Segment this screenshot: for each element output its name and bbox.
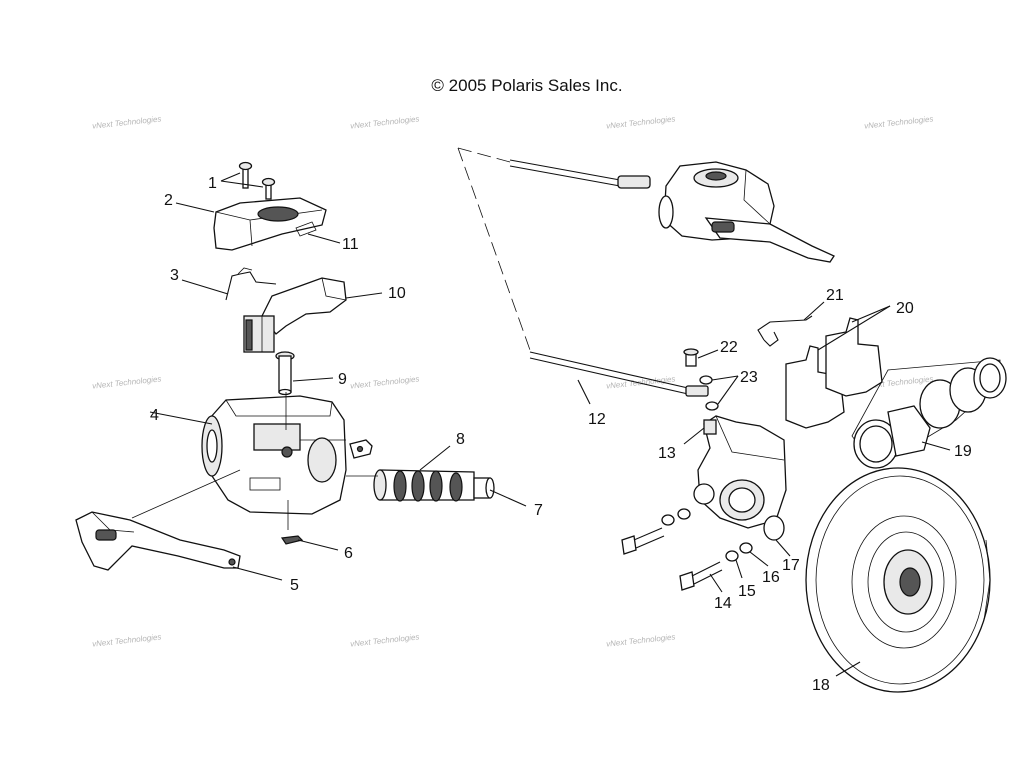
callout-15: 15 [738, 583, 756, 600]
callout-17: 17 [782, 557, 800, 574]
callout-7: 7 [534, 502, 543, 519]
copyright-notice: © 2005 Polaris Sales Inc. [431, 76, 623, 95]
callout-19: 19 [954, 443, 972, 460]
handlebar-master-cylinder [658, 161, 835, 263]
caliper-bolt-part [621, 508, 753, 591]
callout-23: 23 [740, 369, 758, 386]
reservoir-cover-part [213, 197, 327, 251]
callout-20: 20 [896, 300, 914, 317]
callout-10: 10 [388, 285, 406, 302]
brake-hose-part [457, 147, 709, 397]
callout-16: 16 [762, 569, 780, 586]
callout-14: 14 [714, 595, 732, 612]
brake-pad-part [785, 317, 883, 429]
spring-part [225, 267, 277, 301]
clip-part [280, 535, 304, 545]
callout-21: 21 [826, 287, 844, 304]
callout-9: 9 [338, 371, 347, 388]
piston-part [373, 469, 495, 502]
caliper-body-part [693, 415, 787, 541]
callout-11: 11 [342, 236, 359, 253]
caliper-pistons-part [851, 357, 1007, 469]
switch-bracket-part [349, 439, 373, 459]
brake-disc-part [805, 467, 991, 693]
master-cylinder-body-part [201, 395, 347, 515]
callout-13: 13 [658, 445, 676, 462]
callout-2: 2 [164, 192, 173, 209]
callout-1: 1 [208, 175, 217, 192]
pivot-pin-part [275, 351, 295, 396]
bleeder-screw-part [683, 348, 699, 367]
callout-22: 22 [720, 339, 738, 356]
callout-18: 18 [812, 677, 830, 694]
crush-washer-part [699, 375, 719, 411]
callout-6: 6 [344, 545, 353, 562]
callout-5: 5 [290, 577, 299, 594]
brake-lever-part [75, 511, 241, 571]
callout-3: 3 [170, 267, 179, 284]
lever-arm-part [243, 277, 347, 353]
callout-8: 8 [456, 431, 465, 448]
pad-clip-part [757, 315, 813, 347]
callout-4: 4 [150, 407, 159, 424]
screw-part [238, 161, 276, 200]
callout-12: 12 [588, 411, 606, 428]
